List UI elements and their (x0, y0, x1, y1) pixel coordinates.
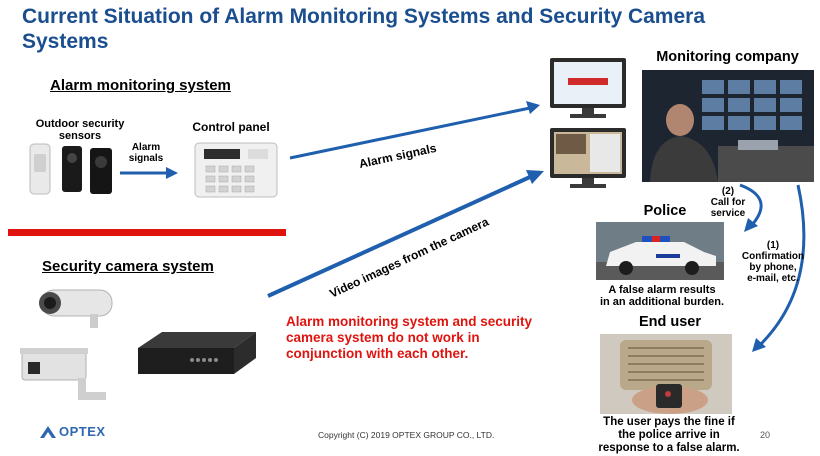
end-user-label: End user (638, 314, 702, 330)
step-call-number: (2) (721, 186, 735, 197)
incompatibility-warning: Alarm monitoring system and security cam… (286, 314, 532, 362)
step-confirm-text-3: e-mail, etc. (747, 273, 799, 284)
control-panel-image (194, 142, 278, 198)
warning-line-2: camera system do not work in (286, 330, 480, 345)
police-label: Police (643, 203, 687, 219)
section-divider (8, 229, 286, 236)
end-user-caption-line-1: The user pays the fine if (603, 416, 735, 428)
step-confirmation: (1) Confirmation by phone, e-mail, etc. (730, 240, 816, 284)
small-alarm-signals-label: Alarm signals (128, 142, 164, 164)
police-car-photo (596, 222, 724, 280)
end-user-caption: The user pays the fine if the police arr… (580, 416, 758, 455)
call-for-service-arrow (739, 183, 763, 226)
alarm-section-heading: Alarm monitoring system (50, 77, 231, 94)
confirmation-arrow (758, 184, 806, 347)
optex-logo-text: OPTEX (59, 424, 106, 439)
step-confirm-number: (1) (766, 240, 780, 251)
sensors-label: Outdoor security sensors (35, 118, 125, 142)
small-signal-arrow (120, 167, 178, 179)
recorder-image (138, 332, 256, 374)
box-camera-image (20, 348, 106, 400)
video-images-arrow (267, 170, 544, 298)
end-user-photo (600, 334, 732, 414)
step-call-for-service: (2) Call for service (702, 186, 754, 219)
page-title: Current Situation of Alarm Monitoring Sy… (22, 5, 706, 53)
optex-logo-mark (40, 425, 56, 438)
bullet-camera-image (39, 289, 113, 328)
monitoring-company-label: Monitoring company (656, 49, 799, 65)
alarm-signals-text: Alarm signals (358, 141, 438, 171)
step-confirm-text-2: by phone, (749, 262, 797, 273)
step-call-text-2: service (710, 208, 746, 219)
police-caption: A false alarm results in an additional b… (582, 284, 742, 308)
police-caption-line-1: A false alarm results (608, 284, 716, 296)
copyright: Copyright (C) 2019 OPTEX GROUP CO., LTD. (318, 430, 495, 440)
monitors-image (550, 58, 626, 188)
alarm-signals-arrow (289, 101, 540, 160)
monitoring-room-photo (642, 70, 814, 182)
camera-section-heading: Security camera system (42, 258, 214, 275)
police-caption-line-2: in an additional burden. (599, 296, 725, 308)
step-confirm-text-1: Confirmation (741, 251, 805, 262)
step-call-text-1: Call for (710, 197, 746, 208)
warning-line-3: conjunction with each other. (286, 346, 469, 361)
control-panel-label: Control panel (192, 120, 270, 134)
warning-line-1: Alarm monitoring system and security (286, 314, 533, 329)
optex-logo: OPTEX (40, 424, 106, 439)
sensors-image (29, 143, 112, 195)
end-user-caption-line-3: response to a false alarm. (598, 442, 740, 454)
end-user-caption-line-2: the police arrive in (618, 429, 720, 441)
page-number: 20 (760, 430, 771, 440)
